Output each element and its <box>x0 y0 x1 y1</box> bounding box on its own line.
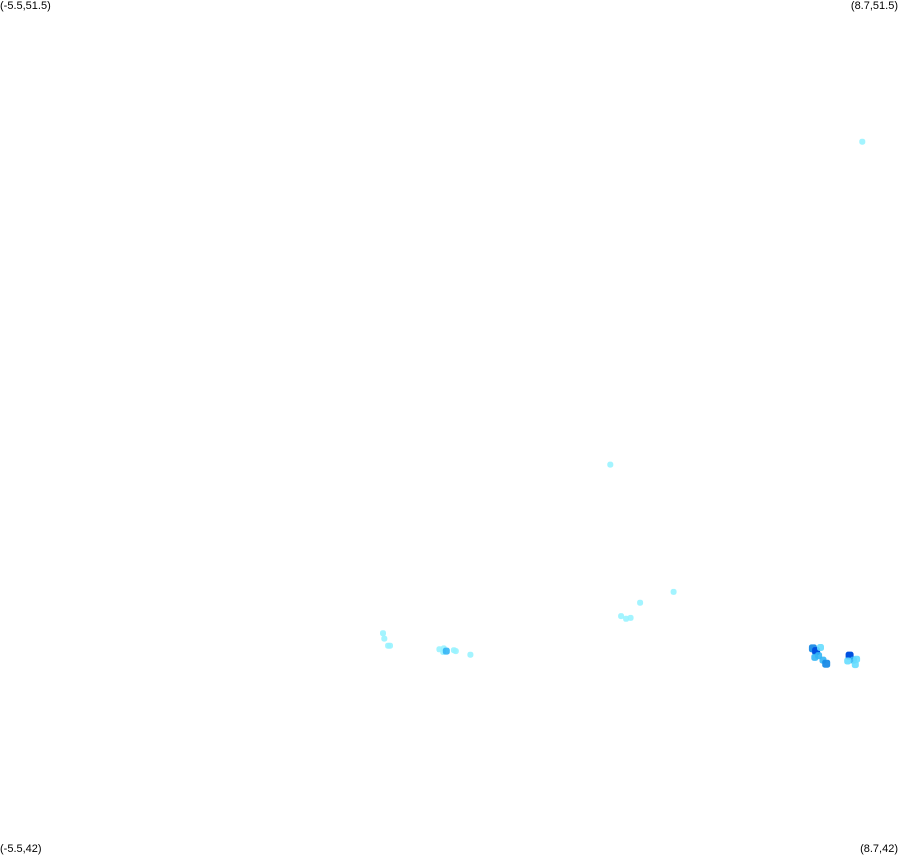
corner-label-top-left: (-5.5,51.5) <box>0 0 51 12</box>
density-point <box>387 642 393 649</box>
density-point <box>859 138 866 145</box>
density-point <box>844 657 852 665</box>
density-point <box>637 599 644 606</box>
density-point <box>452 648 459 655</box>
corner-label-top-right: (8.7,51.5) <box>850 0 898 12</box>
density-point <box>851 661 859 669</box>
density-point <box>618 613 625 620</box>
density-point <box>623 615 630 622</box>
density-point <box>380 630 386 637</box>
density-point <box>467 651 474 658</box>
corner-label-bottom-left: (-5.5,42) <box>0 843 42 855</box>
density-point <box>381 635 388 642</box>
density-point <box>817 644 824 651</box>
density-point <box>670 588 677 595</box>
corner-label-bottom-right: (8.7,42) <box>860 843 898 855</box>
density-point <box>853 655 861 663</box>
density-point <box>811 653 819 661</box>
density-point <box>442 647 450 655</box>
density-point <box>627 614 634 621</box>
density-point <box>607 461 614 468</box>
density-point <box>822 659 831 668</box>
